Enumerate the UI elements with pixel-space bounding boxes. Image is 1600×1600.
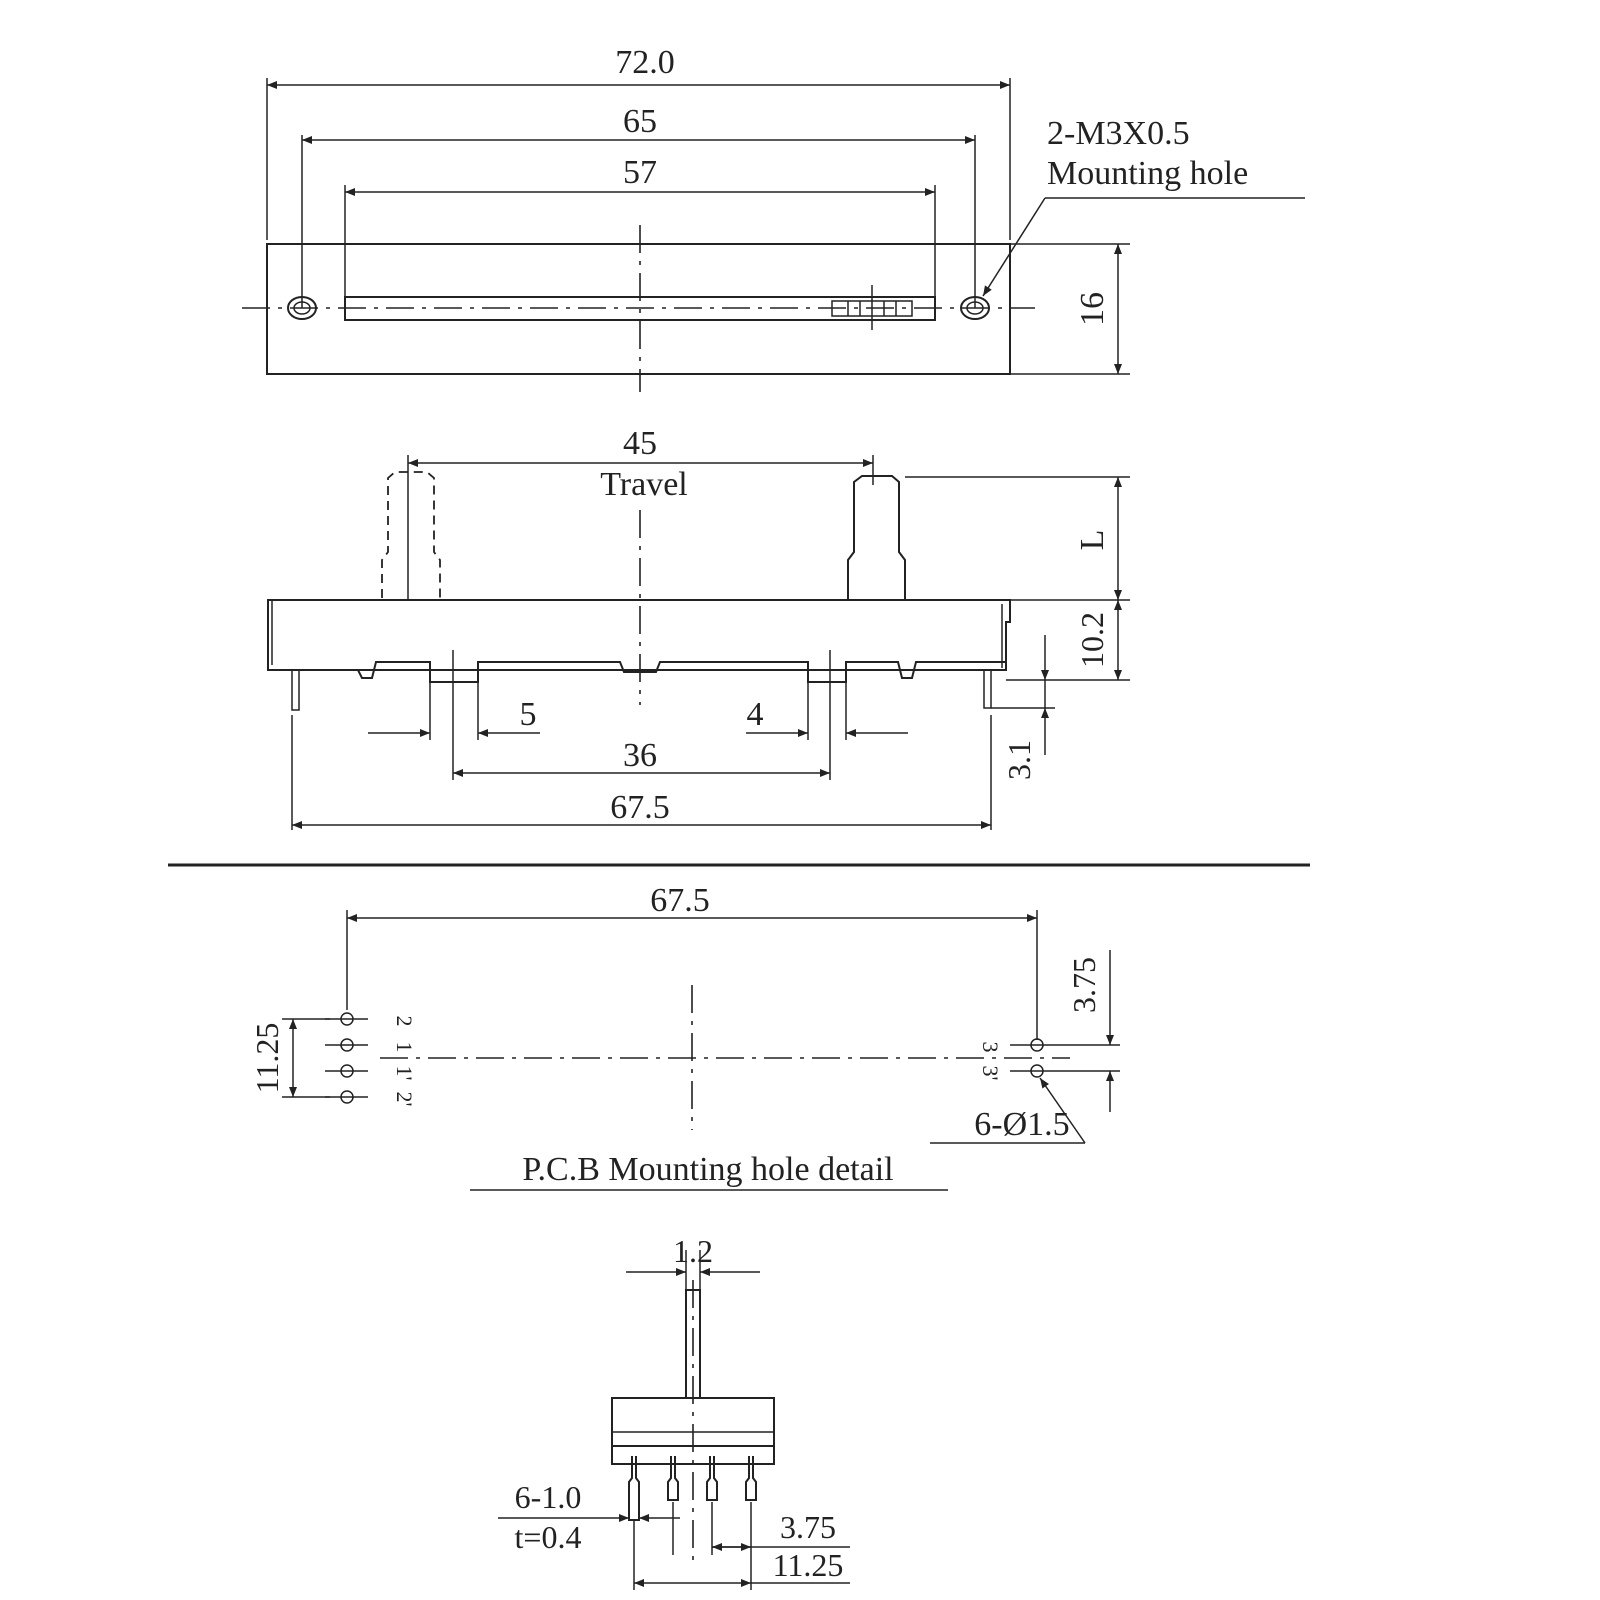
dim-lever-label: L xyxy=(1074,530,1111,551)
top-plate xyxy=(266,243,1011,375)
holes-callout-label: 6-Ø1.5 xyxy=(974,1106,1069,1143)
dim-slot-length-label: 57 xyxy=(623,154,657,191)
pin-label-3: 3 xyxy=(978,1042,1003,1053)
dim-pin-span-label: 67.5 xyxy=(610,789,670,826)
end-view: 1.2 6-1.0 t=0.4 3.75 11. xyxy=(498,1233,850,1590)
pcb-hole xyxy=(1030,1038,1044,1052)
pin-label-1p: 1' xyxy=(392,1066,417,1081)
dim-body-height-label: 10.2 xyxy=(1074,612,1110,668)
dim-pin-pitch-label: 3.75 xyxy=(780,1509,836,1545)
dim-left-group-label: 11.25 xyxy=(249,1023,285,1094)
pcb-left-holes xyxy=(325,1012,368,1104)
pcb-right-holes xyxy=(1010,1038,1120,1078)
end-base xyxy=(611,1445,775,1465)
pcb-hole xyxy=(340,1064,354,1078)
pcb-caption: P.C.B Mounting hole detail xyxy=(522,1151,893,1188)
pin-label-3p: 3' xyxy=(978,1066,1003,1081)
dim-right-pin-label: 4 xyxy=(747,696,764,733)
end-pin xyxy=(667,1456,679,1501)
dim-left-pin-label: 5 xyxy=(520,696,537,733)
dim-lever-width-label: 1.2 xyxy=(673,1233,713,1269)
pin-size-label: 6-1.0 xyxy=(515,1479,582,1515)
end-pin xyxy=(706,1456,718,1501)
callout-thread-label: 2-M3X0.5 xyxy=(1047,115,1190,152)
terminal-right xyxy=(983,669,992,709)
top-view: 72.0 65 57 xyxy=(242,44,1305,392)
slider-body xyxy=(267,599,1011,671)
end-pin xyxy=(745,1456,757,1501)
dim-pin-length-label: 3.1 xyxy=(1001,740,1037,780)
dim-vertical-offset-label: 3.75 xyxy=(1066,957,1102,1013)
pin-thickness-label: t=0.4 xyxy=(515,1519,582,1555)
dim-travel-label: 45 xyxy=(623,425,657,462)
dim-pcb-span-label: 67.5 xyxy=(650,882,710,919)
dim-mounting-pitch-label: 65 xyxy=(623,103,657,140)
pin-label-1: 1 xyxy=(392,1042,417,1053)
pcb-hole xyxy=(340,1012,354,1026)
dim-inner-pins-label: 36 xyxy=(623,737,657,774)
terminal-left xyxy=(291,669,300,711)
dim-end-pin-span-label: 11.25 xyxy=(773,1547,844,1583)
dim-height-label: 16 xyxy=(1074,292,1111,326)
pcb-hole xyxy=(340,1038,354,1052)
dim-overall-label: 72.0 xyxy=(615,44,675,81)
pcb-detail: 67.5 2 1 1' 2' 11.25 3 xyxy=(249,882,1120,1191)
callout-leader xyxy=(982,197,1046,297)
slider-lever xyxy=(847,475,906,600)
travel-label: Travel xyxy=(600,466,688,503)
lever-alt-position xyxy=(381,471,441,598)
side-view: 45 Travel L 10.2 3.1 xyxy=(267,425,1130,830)
holes-callout-leader xyxy=(1039,1077,1086,1144)
end-pin xyxy=(628,1456,640,1521)
body-bottom-edge xyxy=(268,661,1006,683)
pcb-hole xyxy=(340,1090,354,1104)
pin-label-2p: 2' xyxy=(392,1092,417,1107)
pcb-hole xyxy=(1030,1064,1044,1078)
pin-label-2: 2 xyxy=(392,1016,417,1027)
callout-hole-label: Mounting hole xyxy=(1047,155,1248,192)
